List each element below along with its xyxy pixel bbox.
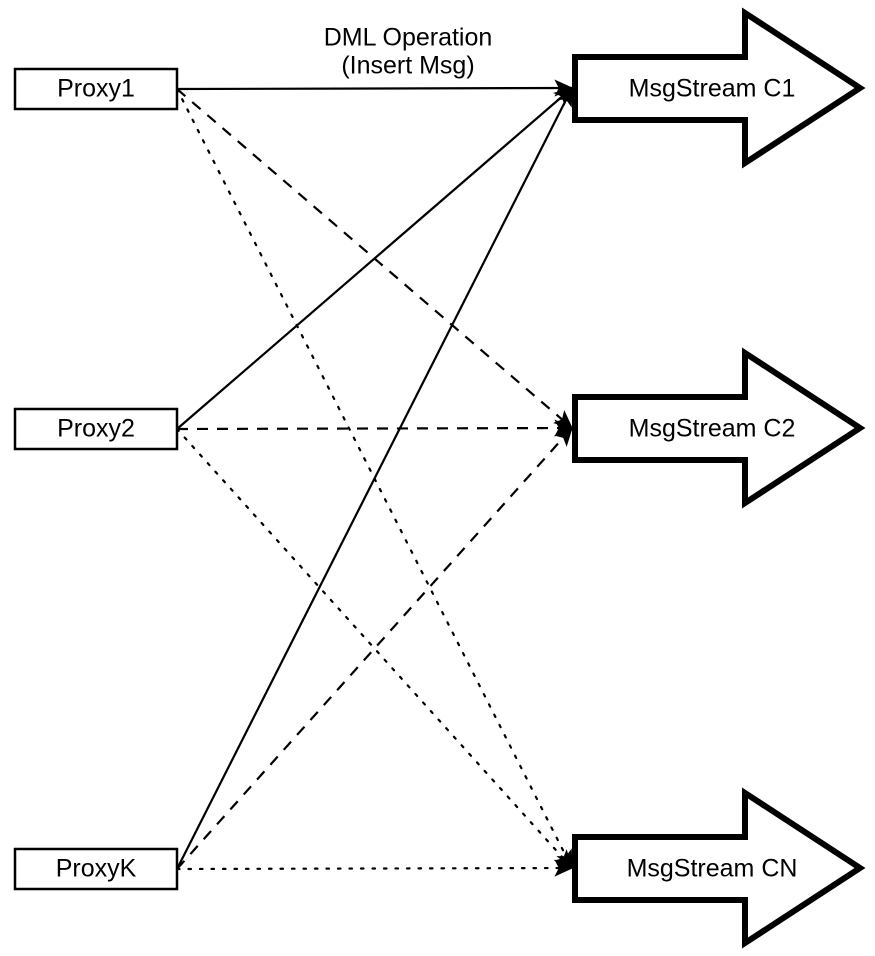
proxy-box[interactable] — [13, 407, 179, 451]
dml-annotation-line1: DML Operation — [324, 24, 493, 52]
proxy-node-proxyk[interactable]: ProxyK — [13, 847, 179, 891]
proxy-label: Proxy1 — [57, 75, 135, 103]
proxy-box[interactable] — [13, 847, 179, 891]
edge-proxy2-to-stream-c2 — [176, 419, 574, 437]
proxy-node-proxy1[interactable]: Proxy1 — [13, 67, 179, 111]
block-arrow-shape[interactable] — [572, 347, 866, 509]
proxy-label: ProxyK — [56, 855, 137, 883]
proxy-label: Proxy2 — [57, 415, 135, 443]
edge-proxy2-to-stream-c1 — [176, 87, 573, 430]
stream-node-c1[interactable]: MsgStream C1 — [572, 7, 866, 169]
proxy-box[interactable] — [13, 67, 179, 111]
stream-label: MsgStream CN — [627, 855, 798, 883]
block-arrow-shape[interactable] — [572, 787, 866, 949]
stream-label: MsgStream C1 — [629, 75, 796, 103]
proxy-node-proxy2[interactable]: Proxy2 — [13, 407, 179, 451]
dml-operation-annotation: DML Operation (Insert Msg) — [324, 24, 493, 80]
stream-node-cn[interactable]: MsgStream CN — [572, 787, 866, 949]
edge-proxyk-to-stream-c1 — [176, 86, 573, 870]
edge-proxyk-to-stream-cn — [175, 859, 574, 877]
block-arrow-shape[interactable] — [572, 7, 866, 169]
edge-proxyk-to-stream-c2 — [176, 427, 573, 870]
stream-node-c2[interactable]: MsgStream C2 — [572, 347, 866, 509]
dml-annotation-line2: (Insert Msg) — [341, 52, 474, 80]
stream-label: MsgStream C2 — [629, 415, 796, 443]
edge-group — [175, 79, 574, 877]
edge-proxy1-to-stream-c1 — [176, 79, 574, 97]
